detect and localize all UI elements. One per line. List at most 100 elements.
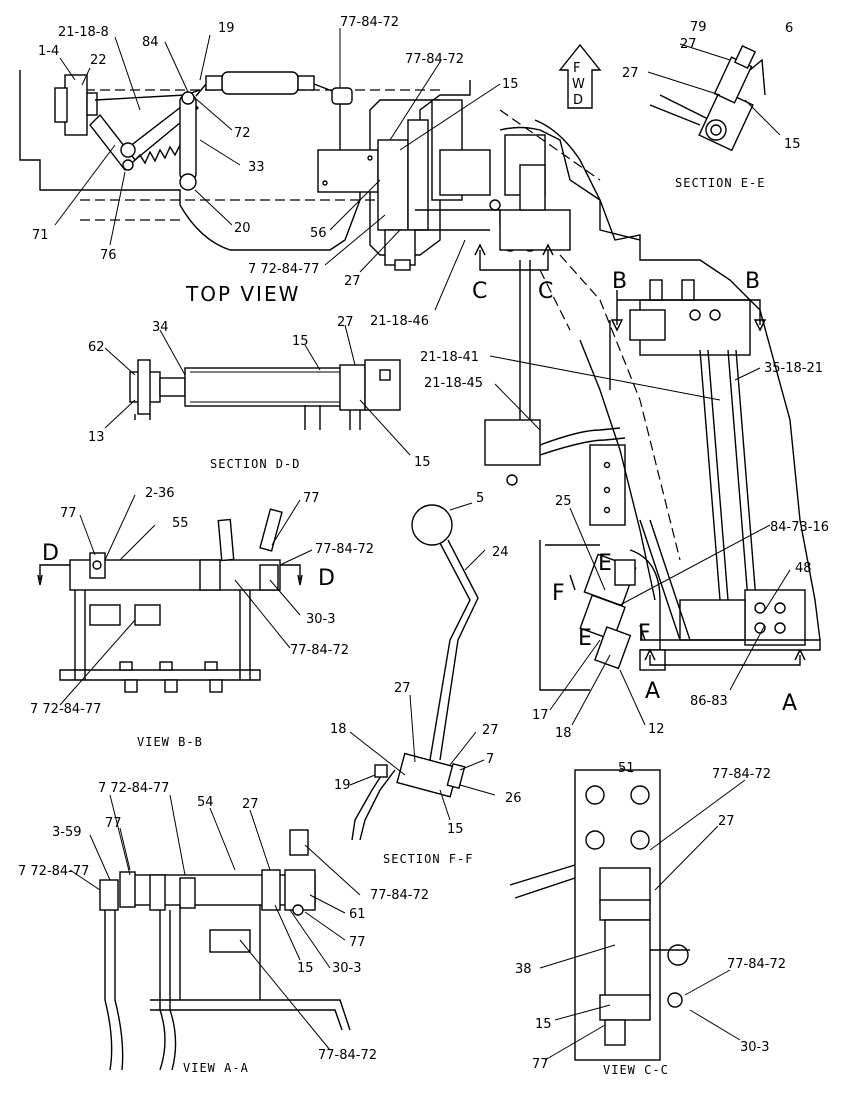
callout: 77-84-72 (290, 643, 349, 658)
callout: 18 (330, 722, 347, 737)
callout: 48 (795, 561, 812, 576)
callout: 27 (242, 797, 259, 812)
callout: 27 (394, 681, 411, 696)
callout: 21-18-41 (420, 350, 479, 365)
callout: 30-3 (740, 1040, 770, 1055)
title-view-cc: VIEW C-C (603, 1063, 669, 1077)
callout: 35-18-21 (764, 361, 823, 376)
callout: 15 (502, 77, 519, 92)
section-ee-drawing (649, 44, 766, 152)
callout: 27 (680, 37, 697, 52)
leader-lines (54, 28, 791, 1061)
callout: 77-84-72 (727, 957, 786, 972)
callout: 55 (172, 516, 189, 531)
title-top-view: TOP VIEW (185, 282, 300, 306)
fwd-arrow: F W D (558, 43, 602, 109)
callout: 86-83 (690, 694, 728, 709)
callout: 1-4 (38, 44, 59, 59)
callout: 38 (515, 962, 532, 977)
callout: 27 (344, 274, 361, 289)
section-a-right: A (782, 691, 797, 716)
section-f-right: F (638, 621, 651, 646)
callout: 84-73-16 (770, 520, 829, 535)
callout: 77-84-72 (405, 52, 464, 67)
callout: 77-84-72 (318, 1048, 377, 1063)
section-a-left: A (645, 679, 660, 704)
callout: 3-59 (52, 825, 82, 840)
section-c-left: C (472, 279, 487, 304)
callout-labels: 1-4 22 21-18-8 84 19 77-84-72 77-84-72 1… (18, 15, 829, 1072)
callout: 62 (88, 340, 105, 355)
callout: 76 (100, 248, 117, 263)
callout: 7 72-84-77 (98, 781, 169, 796)
callout: 21-18-45 (424, 376, 483, 391)
section-markers: B B C C A A E E F F (472, 243, 806, 716)
section-d-left: D (42, 541, 59, 566)
callout: 26 (505, 791, 522, 806)
title-view-bb: VIEW B-B (137, 735, 203, 749)
callout: 15 (292, 334, 309, 349)
callout: 13 (88, 430, 105, 445)
section-c-right: C (538, 279, 553, 304)
top-view (19, 70, 641, 271)
section-b-right: B (745, 269, 760, 294)
view-cc-drawing (509, 769, 690, 1061)
callout: 27 (622, 66, 639, 81)
section-b-left: B (612, 269, 627, 294)
callout: 5 (476, 491, 484, 506)
callout: 33 (248, 160, 265, 175)
callout: 20 (234, 221, 251, 236)
callout: 6 (785, 21, 793, 36)
main-assembly (484, 119, 821, 691)
fwd-letter-w: W (572, 77, 585, 92)
section-e-top: E (598, 551, 612, 576)
callout: 25 (555, 494, 572, 509)
callout: 34 (152, 320, 169, 335)
callout: 56 (310, 226, 327, 241)
callout: 84 (142, 35, 159, 50)
callout: 27 (718, 814, 735, 829)
callout: 15 (784, 137, 801, 152)
callout: 15 (297, 961, 314, 976)
section-ff-drawing (351, 752, 466, 841)
callout: 7 72-84-77 (30, 702, 101, 717)
lever-drawing (411, 504, 479, 761)
callout: 77-84-72 (712, 767, 771, 782)
callout: 77 (60, 506, 77, 521)
callout: 15 (447, 822, 464, 837)
callout: 30-3 (306, 612, 336, 627)
callout: 15 (535, 1017, 552, 1032)
callout: 77-84-72 (370, 888, 429, 903)
section-e-bottom: E (578, 626, 592, 651)
section-dd-drawing (129, 359, 401, 430)
callout: 27 (337, 315, 354, 330)
callout: 21-18-46 (370, 314, 429, 329)
callout: 21-18-8 (58, 25, 109, 40)
callout: 17 (532, 708, 549, 723)
callout: 19 (218, 21, 235, 36)
title-view-aa: VIEW A-A (183, 1061, 249, 1075)
callout: 7 (486, 752, 494, 767)
callout: 19 (334, 778, 351, 793)
view-aa-drawing (99, 829, 351, 1071)
callout: 7 72-84-77 (18, 864, 89, 879)
title-section-ee: SECTION E-E (675, 176, 765, 190)
section-d-right: D (318, 566, 335, 591)
callout: 72 (234, 126, 251, 141)
callout: 77 (349, 935, 366, 950)
callout: 18 (555, 726, 572, 741)
view-bb-drawing: D D (37, 508, 335, 693)
callout: 79 (690, 20, 707, 35)
callout: 77 (303, 491, 320, 506)
callout: 77 (105, 816, 122, 831)
callout: 7 72-84-77 (248, 262, 319, 277)
callout: 51 (618, 761, 635, 776)
callout: 61 (349, 907, 366, 922)
callout: 22 (90, 53, 107, 68)
callout: 54 (197, 795, 214, 810)
callout: 27 (482, 723, 499, 738)
callout: 2-36 (145, 486, 175, 501)
callout: 24 (492, 545, 509, 560)
callout: 77-84-72 (340, 15, 399, 30)
